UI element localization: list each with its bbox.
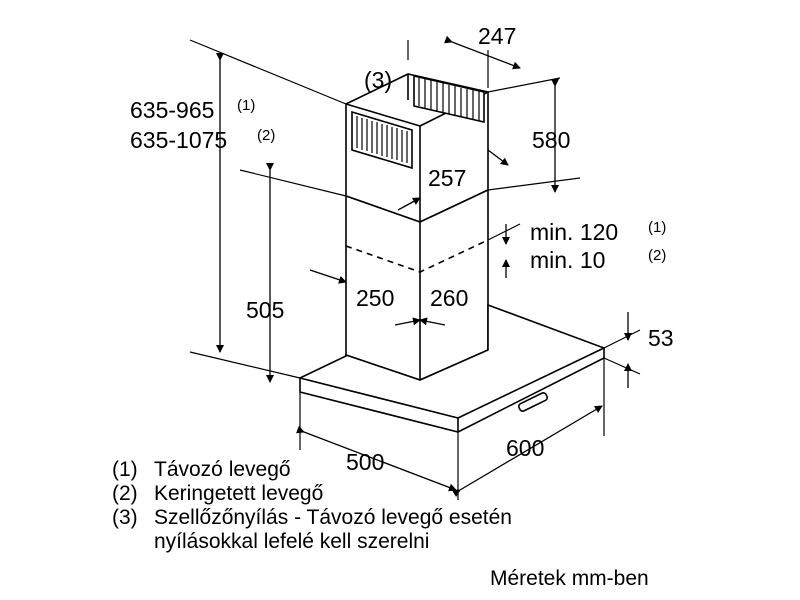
legend-item-2: (2) Keringetett levegő	[112, 482, 512, 506]
min-gap-1-note: (1)	[648, 219, 666, 236]
height-range-1-label: 635-965	[130, 97, 214, 123]
legend-text: Szellőzőnyílás - Távozó levegő esetén	[154, 506, 512, 529]
height-range-1-note: (1)	[237, 97, 255, 114]
lower-duct-height-label: 505	[246, 297, 284, 323]
legend-text: Keringetett levegő	[154, 482, 324, 505]
height-range-2-note: (2)	[257, 127, 275, 144]
legend: (1) Távozó levegő (2) Keringetett levegő…	[112, 458, 512, 554]
legend-number: (1)	[112, 458, 138, 481]
legend-item-1: (1) Távozó levegő	[112, 458, 512, 482]
canopy-depth-label: 500	[346, 449, 384, 475]
vent-grille-right	[413, 74, 485, 124]
canopy-width-label: 600	[506, 435, 544, 461]
duct-width-label: 247	[478, 23, 516, 49]
legend-item-3: (3) Szellőzőnyílás - Távozó levegő eseté…	[112, 506, 512, 530]
canopy-height-label: 53	[648, 325, 674, 351]
dimension-lines	[216, 35, 632, 498]
extension-lines	[189, 39, 641, 500]
legend-text-continued: nyílásokkal lefelé kell szerelni	[154, 530, 430, 553]
min-gap-2-label: min. 10	[530, 247, 605, 273]
legend-text: Távozó levegő	[154, 458, 291, 481]
units-note: Méretek mm-ben	[490, 567, 649, 590]
vent-marker-label: (3)	[364, 67, 392, 93]
lower-duct-depth-label: 260	[430, 285, 468, 311]
min-gap-1-label: min. 120	[530, 219, 618, 245]
vent-grille-left	[351, 110, 413, 170]
duct-inner-depth-label: 257	[428, 165, 466, 191]
upper-duct-height-label: 580	[532, 127, 570, 153]
lower-duct-width-label: 250	[356, 285, 394, 311]
min-gap-2-note: (2)	[648, 247, 666, 264]
legend-number: (2)	[112, 482, 138, 505]
height-range-2-label: 635-1075	[130, 127, 227, 153]
legend-number: (3)	[112, 506, 138, 529]
